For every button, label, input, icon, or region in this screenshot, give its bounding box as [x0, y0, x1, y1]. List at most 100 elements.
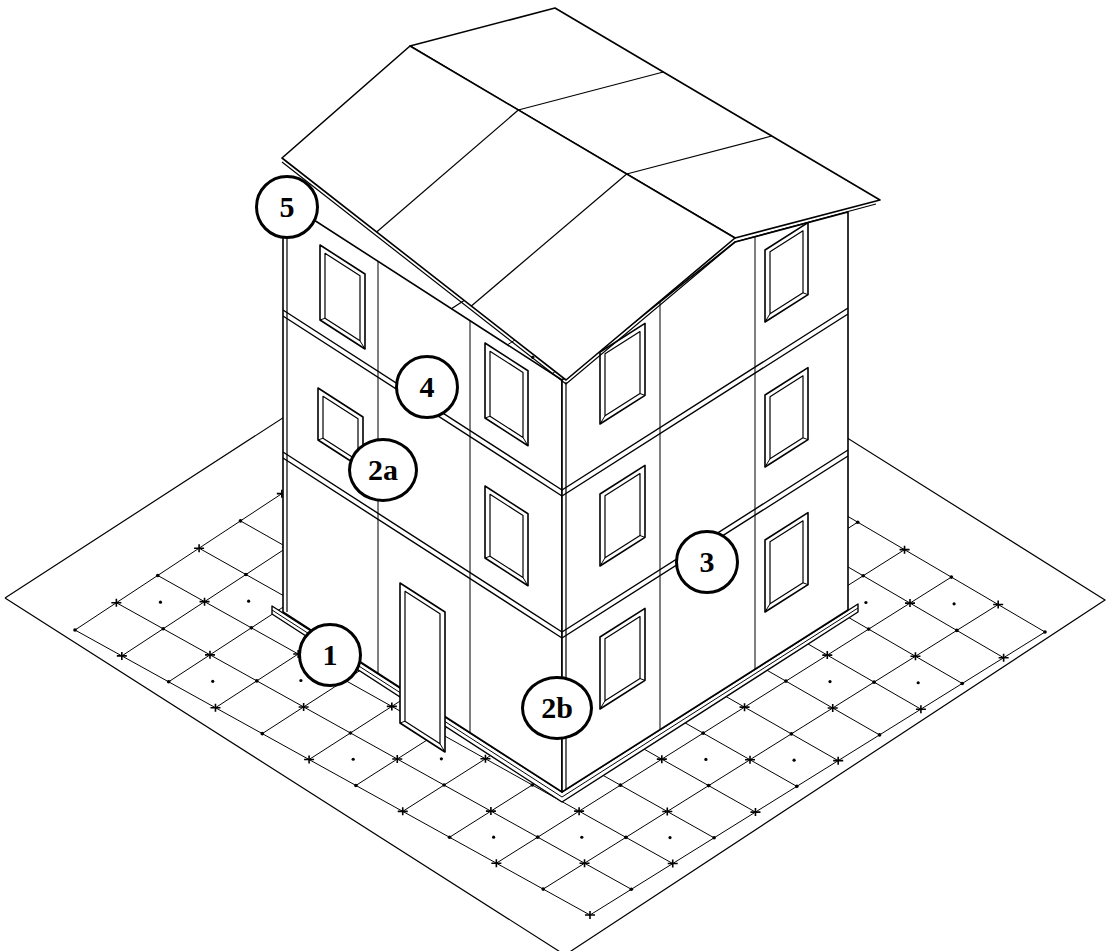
window-glass	[770, 231, 803, 314]
window-glass	[490, 494, 523, 577]
tile-star	[745, 756, 755, 764]
tile-star	[999, 654, 1009, 662]
callout-circle: 4	[395, 355, 459, 419]
window-reveal	[600, 701, 605, 709]
roof-fascia	[282, 162, 876, 384]
tile-star	[398, 807, 408, 815]
tile-dot	[828, 680, 831, 683]
window-frame	[765, 368, 808, 467]
window-reveal	[360, 341, 365, 349]
tile-dot	[878, 733, 882, 737]
tile-dot	[247, 600, 250, 603]
window-reveal	[803, 293, 808, 295]
tile-dot	[442, 783, 446, 787]
window-glass	[770, 376, 803, 459]
window-glass	[605, 474, 640, 558]
callout-number: 2b	[541, 693, 573, 723]
tile-star	[392, 755, 402, 763]
tile-star	[585, 911, 595, 919]
window-frame	[600, 608, 645, 709]
window-frame	[400, 583, 445, 752]
window	[765, 368, 808, 467]
window-reveal	[600, 416, 605, 424]
tile-dot	[159, 601, 162, 604]
window-glass	[605, 617, 640, 701]
tile-dot	[917, 681, 920, 684]
tile-dot	[784, 679, 788, 683]
panel-joint	[755, 237, 756, 669]
tile-star	[822, 651, 832, 659]
window-reveal	[640, 394, 645, 396]
window-frame	[765, 513, 808, 612]
window-reveal	[523, 438, 528, 446]
tile-star	[304, 756, 314, 764]
tile-dot	[299, 679, 302, 682]
tile-star	[117, 652, 127, 660]
window-glass	[405, 591, 440, 744]
window-frame	[765, 223, 808, 322]
window-reveal	[765, 459, 770, 467]
callout-circle: 3	[675, 530, 739, 594]
window	[600, 608, 645, 709]
corner-post	[286, 205, 287, 612]
tile-dot	[73, 628, 77, 632]
tile-dot	[960, 682, 964, 686]
window	[600, 465, 645, 566]
tile-star	[387, 702, 397, 710]
callout-circle: 2a	[348, 438, 418, 502]
window-frame	[485, 343, 528, 446]
window	[485, 486, 528, 586]
tile-dot	[349, 731, 353, 735]
panel-joint	[470, 321, 471, 733]
window	[485, 343, 528, 446]
tile-dot	[492, 836, 495, 839]
tile-dot	[790, 732, 794, 736]
tile-dot	[440, 757, 443, 760]
tile-dot	[1043, 630, 1047, 634]
tile-dot	[448, 835, 452, 839]
tile-star	[200, 598, 210, 606]
tile-dot	[619, 783, 623, 787]
tile-dot	[352, 758, 355, 761]
tile-dot	[167, 680, 171, 684]
tile-dot	[250, 626, 254, 630]
tile-dot	[861, 574, 865, 578]
window-reveal	[640, 536, 645, 538]
window-frame	[600, 465, 645, 566]
tile-star	[480, 755, 490, 763]
roof-panel-joint	[518, 72, 663, 110]
callout-number: 5	[280, 192, 295, 222]
window-glass	[605, 332, 640, 416]
tile-dot	[255, 679, 259, 683]
tile-star	[491, 859, 501, 867]
tile-dot	[792, 759, 795, 762]
tile-star	[750, 808, 760, 816]
door	[400, 583, 445, 752]
tile-dot	[950, 575, 954, 579]
callout-circle: 5	[255, 175, 319, 239]
tile-star	[668, 860, 678, 868]
window	[765, 513, 808, 612]
tile-star	[910, 652, 920, 660]
tile-dot	[668, 836, 671, 839]
tile-dot	[955, 629, 959, 633]
tile-dot	[541, 887, 545, 891]
window-frame	[485, 486, 528, 586]
tile-dot	[704, 758, 707, 761]
tile-star	[574, 807, 584, 815]
tile-star	[486, 807, 496, 815]
callout-number: 3	[700, 547, 715, 577]
tile-star	[900, 546, 910, 554]
tile-dot	[712, 836, 716, 840]
window-reveal	[400, 721, 405, 723]
tile-star	[662, 807, 672, 815]
tile-dot	[239, 519, 243, 523]
tile-star	[194, 544, 204, 552]
tile-dot	[856, 520, 860, 524]
window-reveal	[320, 318, 325, 320]
window-frame	[320, 245, 365, 349]
